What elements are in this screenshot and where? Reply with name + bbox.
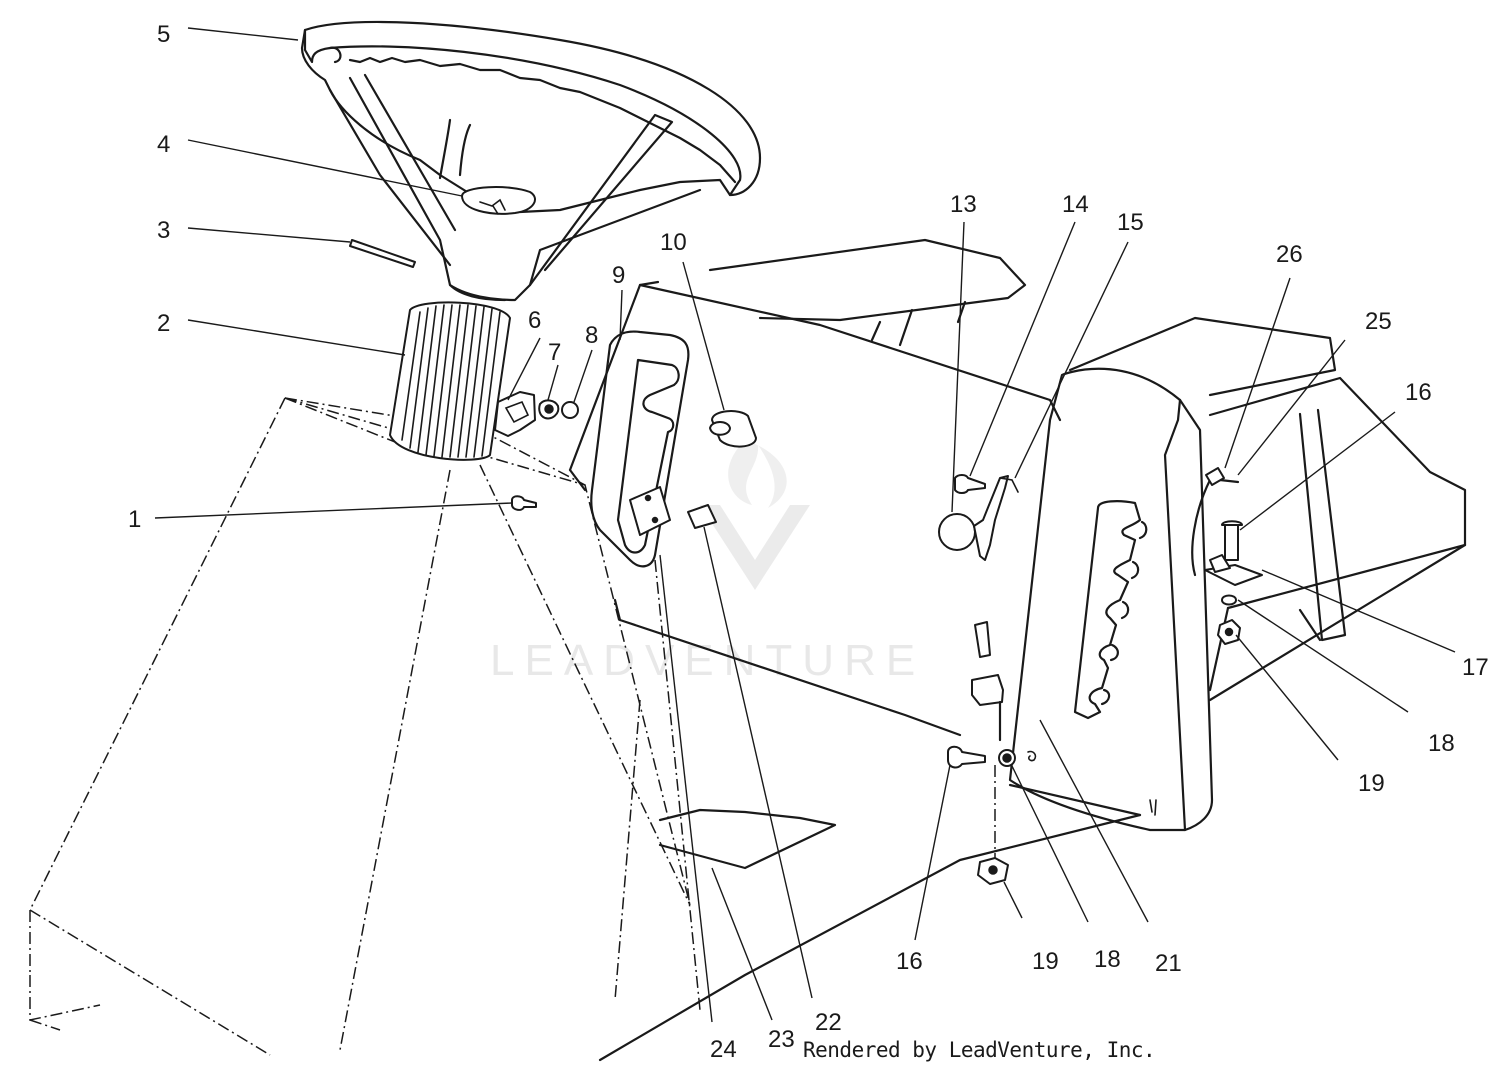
hood-cowl bbox=[29, 397, 691, 1056]
callout-7: 7 bbox=[548, 339, 561, 366]
callout-23: 23 bbox=[768, 1026, 795, 1053]
callout-14: 14 bbox=[1062, 191, 1089, 218]
callout-2: 2 bbox=[157, 310, 170, 337]
watermark-text: LEADVENTURE bbox=[490, 636, 925, 685]
floor-pan bbox=[598, 618, 1142, 1062]
ignition-switch-10 bbox=[709, 410, 757, 448]
render-credit: Rendered by LeadVenture, Inc. bbox=[803, 1038, 1156, 1062]
callout-16-right: 16 bbox=[1405, 379, 1432, 406]
callout-1: 1 bbox=[128, 506, 141, 533]
callout-4: 4 bbox=[157, 131, 170, 158]
callout-24: 24 bbox=[710, 1036, 737, 1063]
roll-pin-3 bbox=[349, 239, 416, 268]
callout-18-lower: 18 bbox=[1094, 946, 1121, 973]
callout-26: 26 bbox=[1276, 241, 1303, 268]
callout-22: 22 bbox=[815, 1009, 842, 1036]
hardware-1-22 bbox=[511, 495, 717, 529]
lever-guide-plate bbox=[590, 330, 690, 568]
pivot-hardware-lower bbox=[947, 621, 1037, 885]
callout-16-lower: 16 bbox=[896, 948, 923, 975]
ignition-parts-6-7-8 bbox=[494, 391, 579, 437]
callout-9: 9 bbox=[612, 262, 625, 289]
callout-13: 13 bbox=[950, 191, 977, 218]
wheel-cap-4 bbox=[461, 186, 536, 215]
callout-17: 17 bbox=[1462, 654, 1489, 681]
throttle-lever-13-14-15 bbox=[938, 474, 1019, 561]
callout-3: 3 bbox=[157, 217, 170, 244]
rear-frame bbox=[708, 238, 1467, 702]
leader-lines bbox=[154, 27, 1456, 1023]
steering-sleeve-2 bbox=[389, 301, 511, 461]
callout-18-right: 18 bbox=[1428, 730, 1455, 757]
callout-25: 25 bbox=[1365, 308, 1392, 335]
pivot-hardware-right bbox=[1191, 467, 1263, 645]
callout-10: 10 bbox=[660, 229, 687, 256]
callout-21: 21 bbox=[1155, 950, 1182, 977]
callout-15: 15 bbox=[1117, 209, 1144, 236]
callout-5: 5 bbox=[157, 21, 170, 48]
watermark-logo: LEADVENTURE bbox=[490, 440, 925, 685]
callout-labels: 5 4 3 2 1 6 7 8 9 10 13 14 15 26 25 16 1… bbox=[128, 21, 1489, 1063]
side-console-21 bbox=[1008, 367, 1214, 832]
steering-wheel-5 bbox=[300, 20, 762, 302]
callout-8: 8 bbox=[585, 322, 598, 349]
callout-19-right: 19 bbox=[1358, 770, 1385, 797]
callout-19-lower: 19 bbox=[1032, 948, 1059, 975]
callout-6: 6 bbox=[528, 307, 541, 334]
